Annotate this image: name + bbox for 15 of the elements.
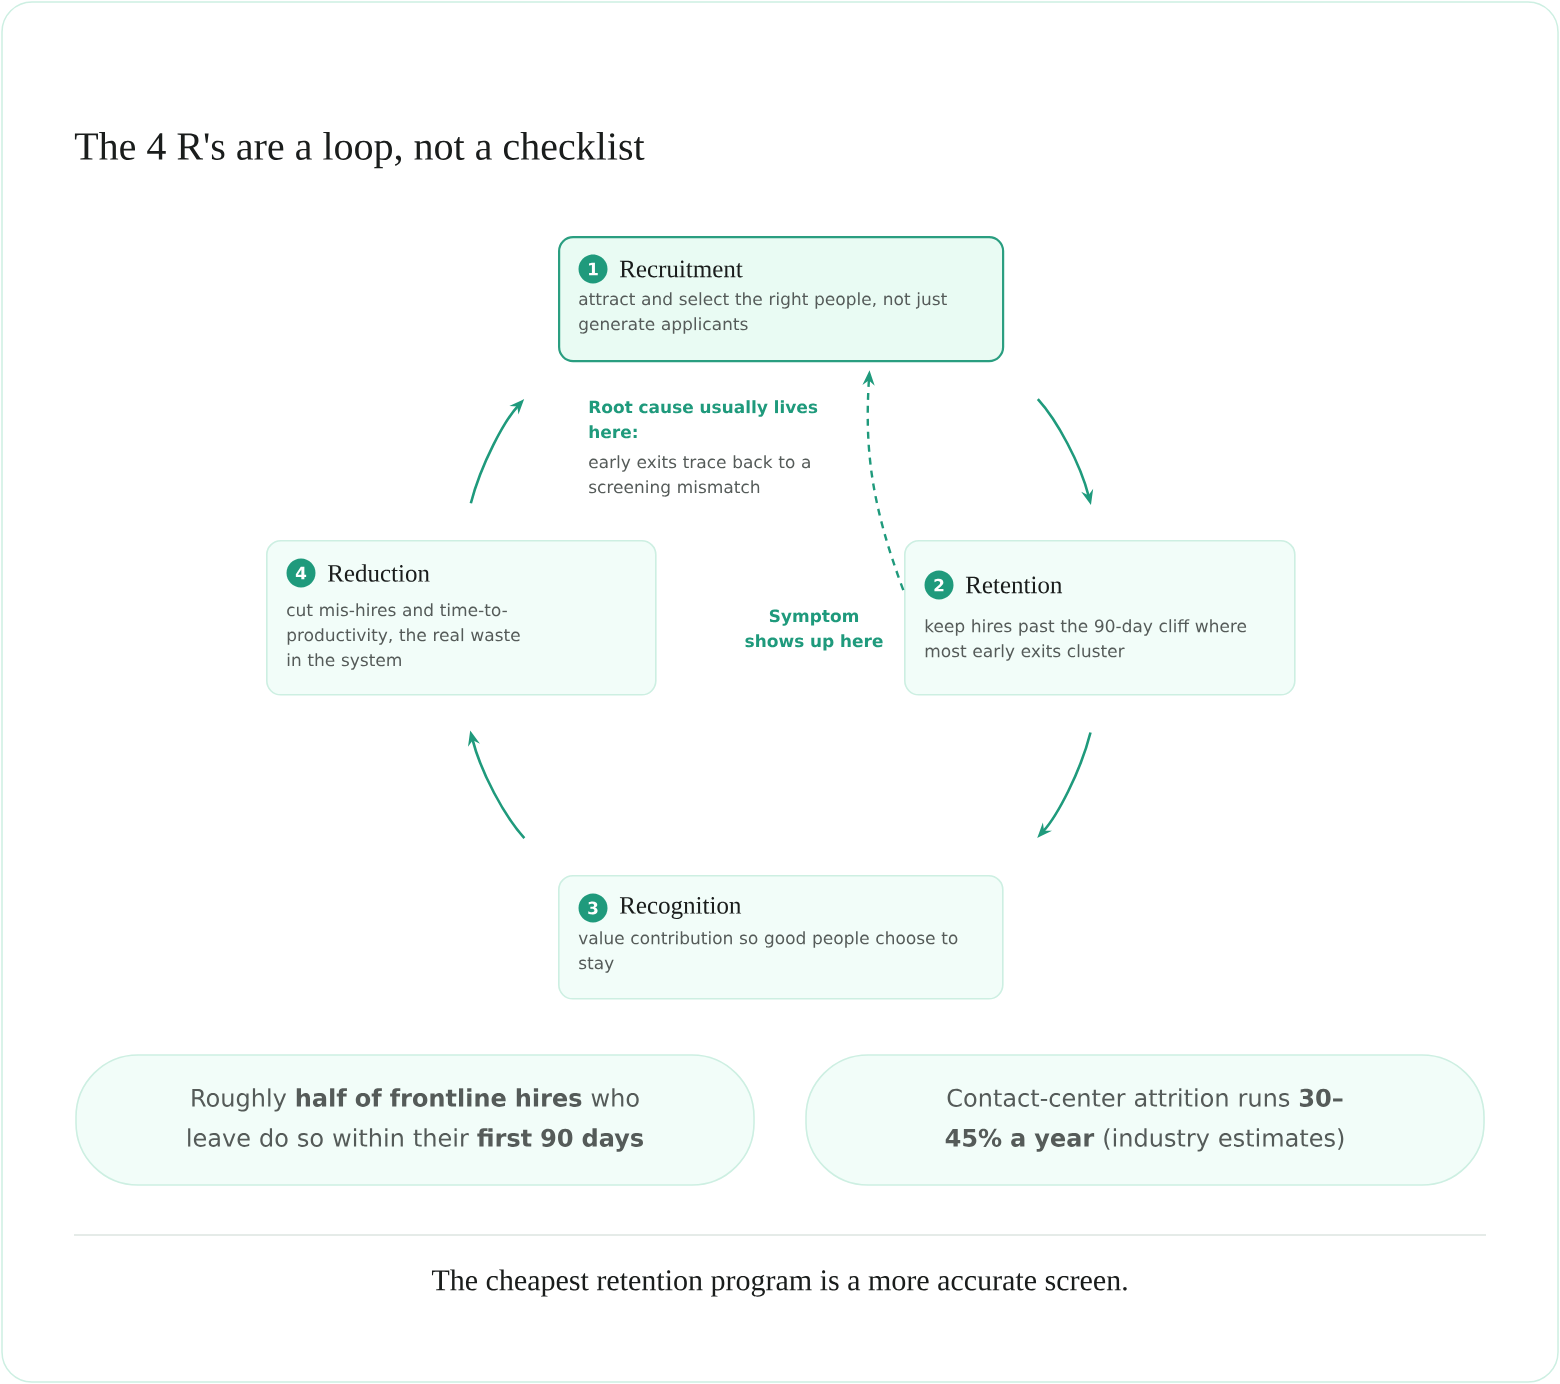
annotation-text: early exits trace back to a screening mismatch bbox=[589, 455, 810, 497]
caption: The cheapest retention program is a more accurate screen. bbox=[432, 1269, 1127, 1297]
step-box: 3 Recognition value contribution so good people choose to stay bbox=[558, 875, 1004, 1000]
number-badge: 2 bbox=[924, 570, 954, 600]
step-box: 2 Retention keep hires past the 90-day cliff where most early exits cluster bbox=[904, 540, 1296, 696]
number-badge: 4 bbox=[286, 558, 316, 588]
stat-box: Contact-center attrition runs 30–45% a year (industry estimates) bbox=[805, 1054, 1485, 1186]
annotation-heading: Symptom shows up here bbox=[745, 609, 883, 651]
number-badge: 1 bbox=[578, 254, 608, 284]
stat-box: Roughly half of frontline hires who leave do so within their first 90 days bbox=[75, 1054, 755, 1186]
step-box: 4 Reduction cut mis-hires and time-to-productivity, the real waste in the system bbox=[266, 540, 657, 696]
number-badge: 3 bbox=[578, 893, 608, 923]
annotation-heading: Root cause usually lives here: bbox=[589, 400, 818, 439]
title: The 4 R's are a loop, not a checklist bbox=[74, 131, 645, 169]
step-box: 1 Recruitment attract and select the right people, not just generate applicants bbox=[558, 236, 1005, 363]
